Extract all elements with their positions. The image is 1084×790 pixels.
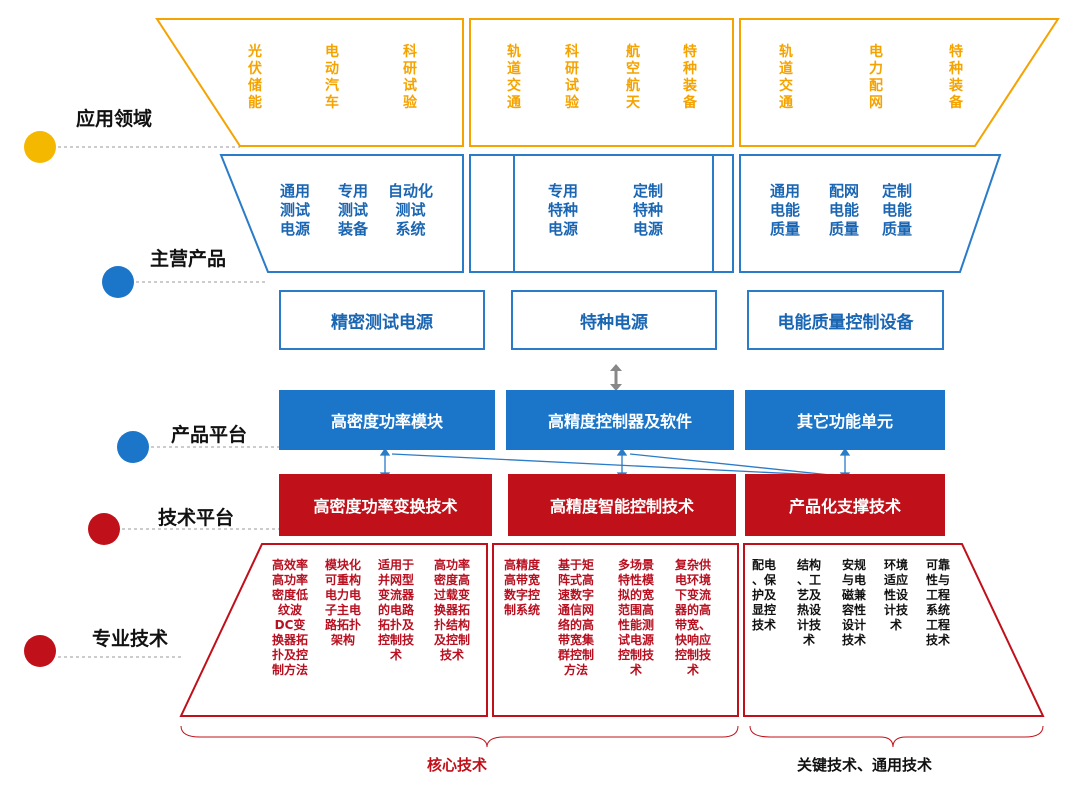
guide-lines <box>58 146 280 658</box>
label-professional-tech: 专业技术 <box>92 628 169 650</box>
level-dots <box>24 131 149 667</box>
tech-productization-support: 产品化支撑技术 <box>745 474 945 536</box>
category-special-power: 特种电源 <box>511 290 717 350</box>
pro-tech-3-3: 安规 与电 磁兼 容性 设计 技术 <box>842 558 867 647</box>
dot-product-platform <box>117 431 149 463</box>
application-panel-3 <box>739 18 1060 147</box>
product-panel-1 <box>219 154 464 273</box>
product-item-auto-test-system: 自动化 测试 系统 <box>388 182 434 238</box>
label-tech-platform: 技术平台 <box>158 507 235 529</box>
category-precision-test-power: 精密测试电源 <box>279 290 485 350</box>
product-outlines <box>219 154 1002 273</box>
product-item-dedicated-test-equip: 专用 测试 装备 <box>338 182 369 238</box>
dot-tech-platform <box>88 513 120 545</box>
app-item-special-1: 特种装备 <box>683 44 697 111</box>
footer-core-tech: 核心技术 <box>427 756 488 774</box>
footer-braces <box>180 725 1044 748</box>
pro-tech-3-4: 环境 适应 性设 计技 术 <box>884 558 909 632</box>
application-outlines <box>155 18 1060 147</box>
product-panel-3 <box>739 154 1002 273</box>
dot-application <box>24 131 56 163</box>
app-item-power-grid: 电力配网 <box>869 44 883 111</box>
app-item-aerospace: 航空航天 <box>626 44 640 111</box>
tech-power-conversion: 高密度功率变换技术 <box>279 474 492 536</box>
app-item-ev: 电动汽车 <box>325 44 339 111</box>
dot-professional-tech <box>24 635 56 667</box>
product-item-custom-power-quality: 定制 电能 质量 <box>882 182 913 238</box>
product-item-custom-special-power: 定制 特种 电源 <box>633 182 664 238</box>
pro-tech-2-2: 基于矩 阵式高 速数字 通信网 络的高 带宽集 群控制 方法 <box>558 558 595 677</box>
label-application: 应用领域 <box>76 108 153 130</box>
label-product-platform: 产品平台 <box>171 424 248 446</box>
platform-power-module: 高密度功率模块 <box>279 390 495 450</box>
app-item-pv-storage: 光伏储能 <box>248 44 262 111</box>
product-item-dedicated-special-power: 专用 特种 电源 <box>548 182 579 238</box>
app-item-rail-2: 轨道交通 <box>779 44 793 111</box>
tech-outlines <box>179 543 1045 717</box>
platform-other-units: 其它功能单元 <box>745 390 945 450</box>
pro-tech-3-1: 配电 、保 护及 显控 技术 <box>752 558 777 632</box>
app-item-research-2: 科研试验 <box>565 44 579 111</box>
pro-tech-2-4: 复杂供 电环境 下变流 器的高 带宽、 快响应 控制技 术 <box>675 558 712 677</box>
tech-intelligent-control: 高精度智能控制技术 <box>508 474 736 536</box>
tech-panel-2 <box>492 543 739 717</box>
app-item-special-2: 特种装备 <box>949 44 963 111</box>
tech-panel-1 <box>179 543 488 717</box>
app-item-rail-1: 轨道交通 <box>507 44 521 111</box>
platform-controller-software: 高精度控制器及软件 <box>506 390 734 450</box>
label-main-products: 主营产品 <box>150 248 227 270</box>
pro-tech-2-1: 高精度 高带宽 数字控 制系统 <box>504 558 541 617</box>
product-item-general-test-power: 通用 测试 电源 <box>280 182 311 238</box>
pro-tech-1-1: 高效率 高功率 密度低 纹波 DC变 换器拓 扑及控 制方法 <box>272 558 309 677</box>
product-item-general-power-quality: 通用 电能 质量 <box>770 182 801 238</box>
product-item-grid-power-quality: 配网 电能 质量 <box>829 182 860 238</box>
pro-tech-2-3: 多场景 特性模 拟的宽 范围高 性能测 试电源 控制技 术 <box>618 558 655 677</box>
pro-tech-3-2: 结构 、工 艺及 热设 计技 术 <box>797 558 822 647</box>
pro-tech-3-5: 可靠 性与 工程 系统 工程 技术 <box>926 558 951 647</box>
pro-tech-1-4: 高功率 密度高 过载变 换器拓 扑结构 及控制 技术 <box>434 558 471 662</box>
pro-tech-1-3: 适用于 并网型 变流器 的电路 拓扑及 控制技 术 <box>378 558 415 662</box>
product-panel-2 <box>469 154 734 273</box>
footer-key-general-tech: 关键技术、通用技术 <box>797 756 933 774</box>
application-panel-1 <box>155 18 464 147</box>
dot-main-products <box>102 266 134 298</box>
app-item-research-1: 科研试验 <box>403 44 417 111</box>
tech-panel-3 <box>743 543 1045 717</box>
application-panel-2 <box>469 18 734 147</box>
pro-tech-1-2: 模块化 可重构 电力电 子主电 路拓扑 架构 <box>325 558 362 647</box>
category-power-quality-equip: 电能质量控制设备 <box>747 290 944 350</box>
